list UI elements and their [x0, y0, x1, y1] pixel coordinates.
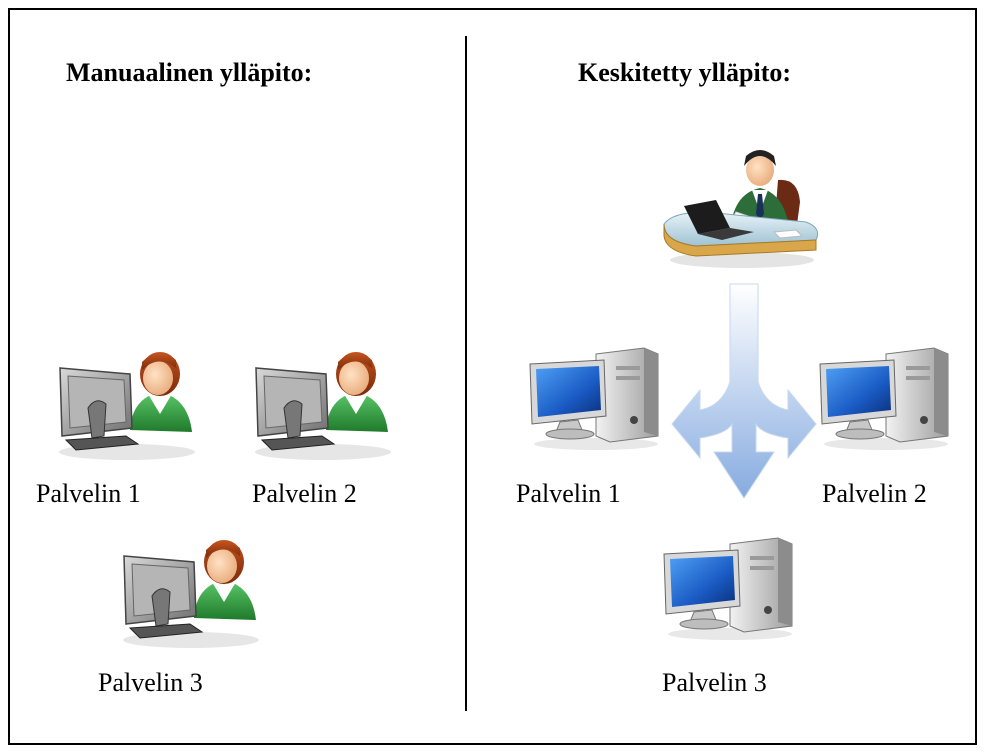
admin-at-desk-icon	[663, 150, 819, 268]
desktop-computer-icon	[816, 346, 956, 451]
central-server-2-label: Palvelin 2	[822, 479, 927, 508]
manual-server-1-label: Palvelin 1	[36, 479, 141, 508]
manual-server-2-label: Palvelin 2	[252, 479, 357, 508]
user-workstation-icon	[116, 528, 266, 648]
central-server-3-label: Palvelin 3	[662, 668, 767, 697]
central-server-1-label: Palvelin 1	[516, 479, 621, 508]
desktop-computer-icon	[526, 346, 666, 451]
distribution-arrow-icon	[671, 283, 817, 499]
desktop-computer-icon	[660, 536, 800, 641]
manual-server-3-label: Palvelin 3	[98, 668, 203, 697]
centralized-maintenance-heading: Keskitetty ylläpito:	[578, 58, 792, 87]
diagram-frame	[8, 8, 977, 745]
user-workstation-icon	[248, 340, 398, 460]
panel-divider	[465, 36, 467, 711]
user-workstation-icon	[52, 340, 202, 460]
manual-maintenance-heading: Manuaalinen ylläpito:	[66, 58, 313, 87]
